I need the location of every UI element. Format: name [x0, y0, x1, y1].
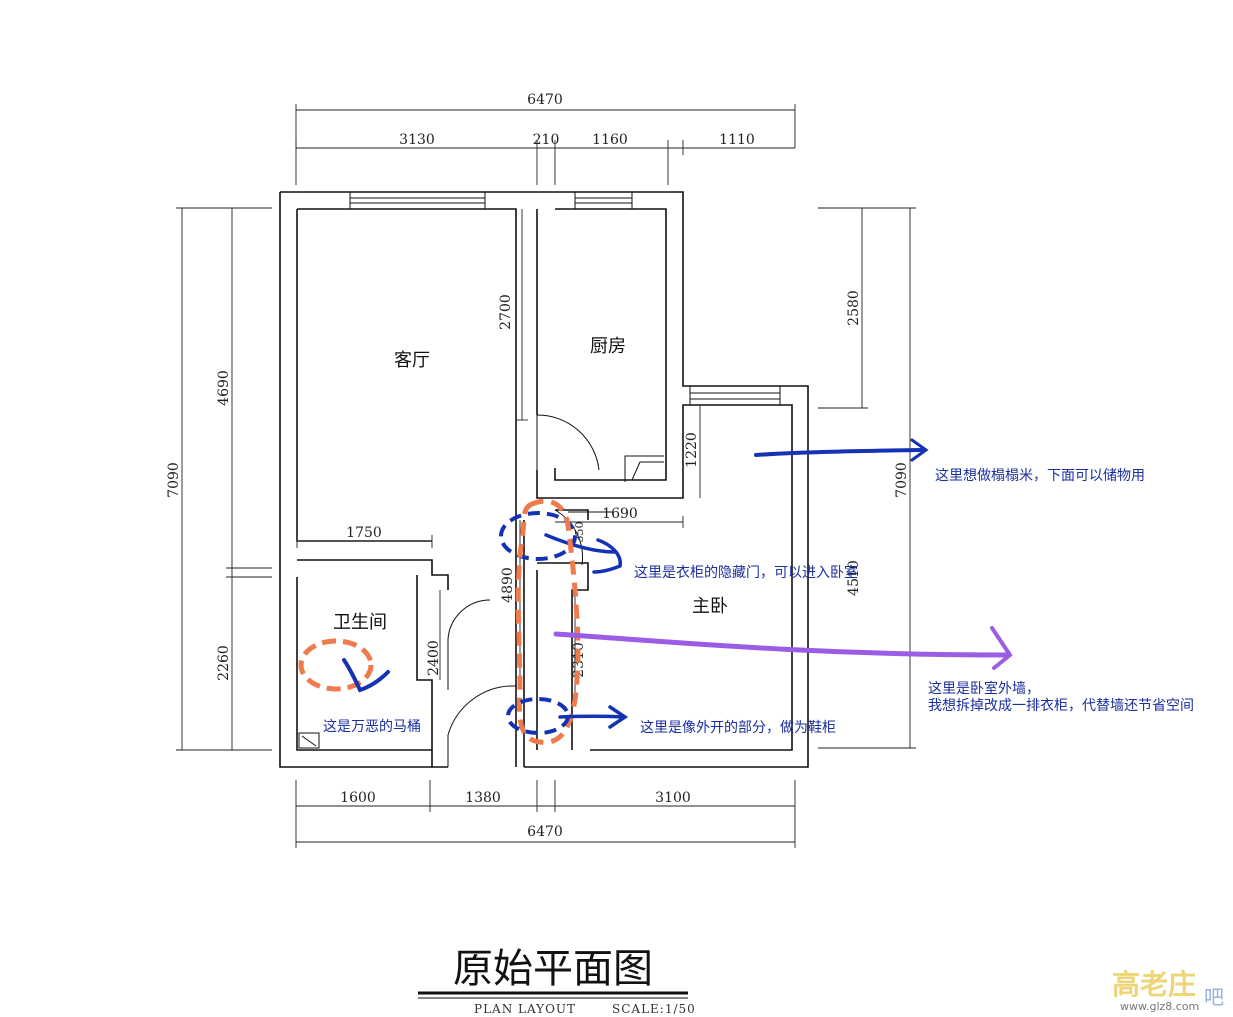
room-label-kitchen: 厨房	[590, 336, 626, 357]
note-tatami: 这里想做榻榻米，下面可以储物用	[935, 467, 1145, 484]
watermark-url: www.glz8.com	[1120, 1000, 1199, 1013]
windows	[349, 191, 781, 406]
dim-bottom-total: 6470	[527, 824, 563, 840]
note-shoe-cabinet: 这里是像外开的部分，做为鞋柜	[640, 719, 836, 736]
door-swings	[447, 414, 612, 767]
room-label-master-bedroom: 主卧	[692, 596, 728, 617]
dim-right-lower: 4510	[846, 560, 862, 596]
dim-top-seg-2: 210	[533, 132, 560, 148]
dim-inner-2700: 2700	[498, 294, 514, 330]
dim-left-total: 7090	[166, 462, 182, 498]
dim-top-seg-3: 1160	[592, 132, 628, 148]
dim-inner-2400: 2400	[426, 640, 442, 676]
bottom-dimension-lines	[295, 780, 796, 848]
dim-bottom-seg-2: 1380	[465, 790, 501, 806]
top-dimension-lines	[295, 104, 796, 185]
marker-outer-wall-arrow	[553, 626, 1013, 670]
watermark-logo-text: 高老庄	[1112, 968, 1196, 1001]
watermark-ba: 吧	[1204, 985, 1224, 1009]
dim-bottom-seg-3: 3100	[655, 790, 691, 806]
fixtures	[298, 455, 664, 749]
dim-left-upper: 4690	[216, 370, 232, 406]
dim-bottom-seg-1: 1600	[340, 790, 376, 806]
right-dimension-lines	[818, 207, 916, 749]
dim-top-seg-1: 3130	[399, 132, 435, 148]
plan-scale-label: SCALE:1/50	[612, 1002, 696, 1016]
note-hidden-door: 这里是衣柜的隐藏门，可以进入卧室	[634, 564, 858, 581]
marker-tatami-arrow	[754, 438, 929, 462]
dim-top-total: 6470	[527, 92, 563, 108]
marker-hidden-door	[499, 511, 622, 574]
note-toilet: 这是万恶的马桶	[323, 718, 421, 735]
room-label-living: 客厅	[394, 350, 430, 371]
dim-right-upper: 2580	[846, 290, 862, 326]
dim-inner-1750: 1750	[346, 525, 382, 541]
plan-title: 原始平面图	[453, 946, 653, 992]
marker-toilet	[298, 638, 390, 693]
marker-wardrobe-outline	[515, 498, 581, 745]
left-dimension-lines	[176, 207, 272, 751]
marker-shoe-cabinet	[506, 697, 629, 735]
watermark-logo: 高老庄 吧 www.glz8.com	[1112, 968, 1224, 1013]
note-outer-wall-line2: 我想拆掉改成一排衣柜，代替墙还节省空间	[928, 698, 1194, 714]
dim-right-total: 7090	[894, 462, 910, 498]
dim-top-seg-4: 1110	[719, 132, 755, 148]
plan-layout-label: PLAN LAYOUT	[474, 1002, 576, 1016]
note-outer-wall-line1: 这里是卧室外墙，	[928, 680, 1040, 697]
room-label-bathroom: 卫生间	[333, 612, 387, 633]
dim-inner-4890: 4890	[500, 567, 516, 603]
dim-left-lower: 2260	[216, 645, 232, 681]
dim-inner-1220: 1220	[684, 432, 700, 468]
dim-inner-1690: 1690	[602, 506, 638, 522]
